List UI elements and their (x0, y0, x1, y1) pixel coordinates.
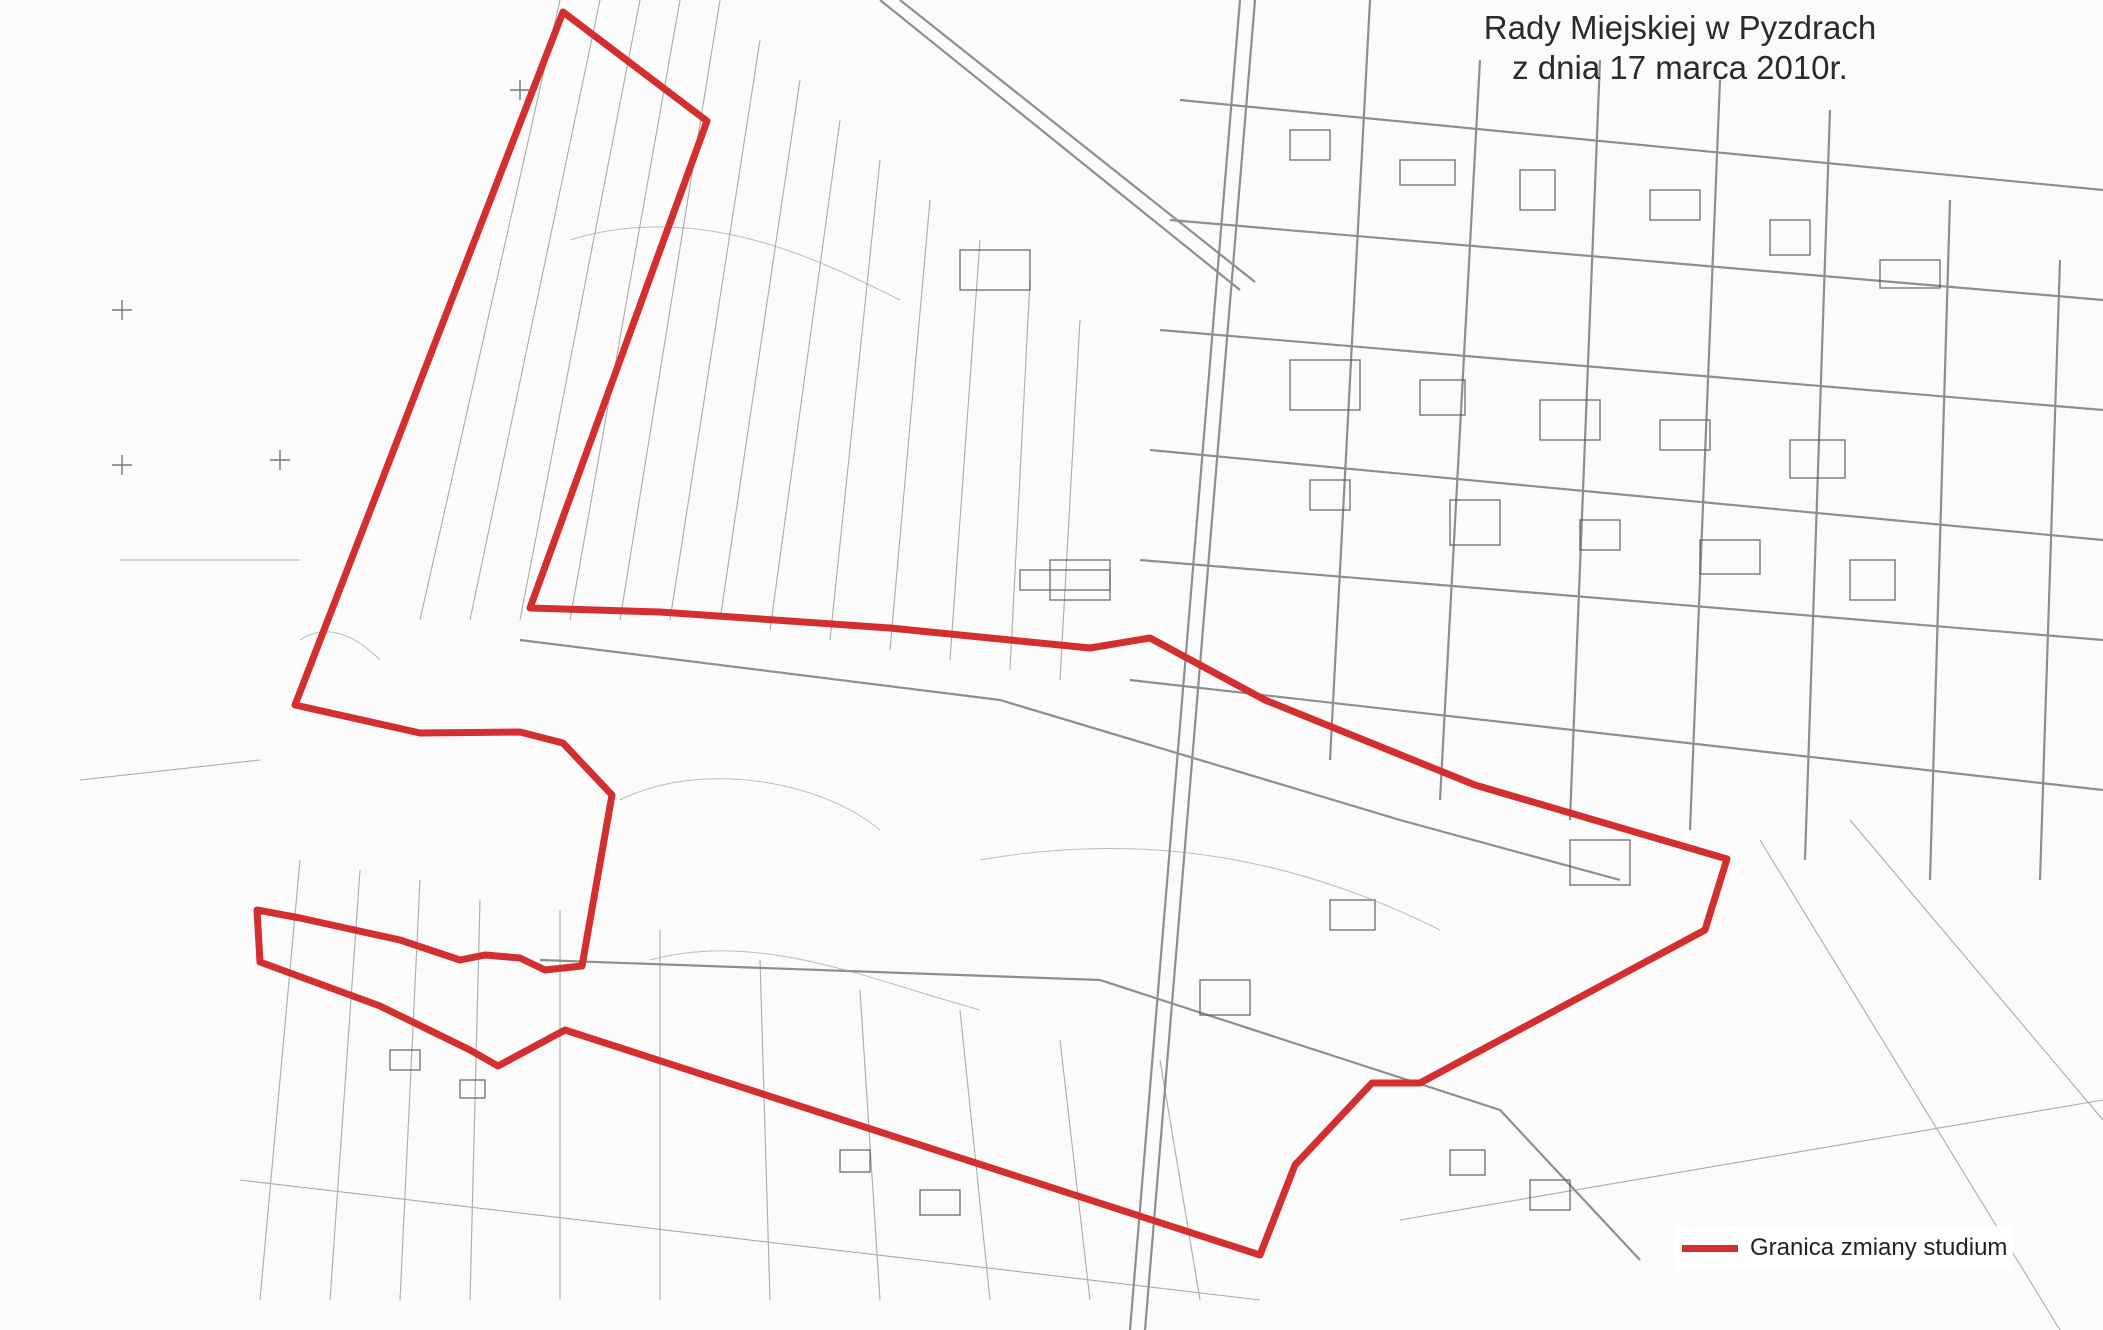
study-change-boundary (253, 8, 1731, 1259)
map-header: Rady Miejskiej w Pyzdrach z dnia 17 marc… (1380, 8, 1980, 88)
legend: Granica zmiany studium (1676, 1226, 2014, 1270)
header-line-date: z dnia 17 marca 2010r. (1512, 49, 1848, 86)
buildings (389, 129, 1941, 1216)
contour-lines (299, 226, 1441, 1011)
parcel-lines (79, 0, 2103, 1330)
survey-marks (112, 80, 530, 475)
legend-label: Granica zmiany studium (1750, 1234, 2008, 1261)
legend-boundary-swatch (1682, 1244, 1738, 1252)
town-street-grid (519, 0, 2103, 1330)
header-line-council: Rady Miejskiej w Pyzdrach (1483, 9, 1877, 46)
